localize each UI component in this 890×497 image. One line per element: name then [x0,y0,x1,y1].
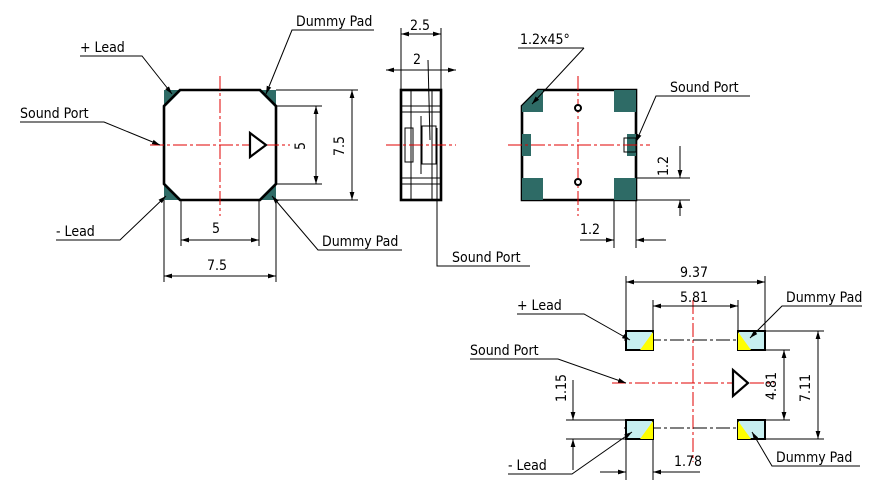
land-pad-height-dim: 1.15 [554,374,570,402]
top-width-dim: 7.5 [207,258,227,274]
bottom-view: 1.2x45° Sound Port 1.2 1.2 [508,32,750,248]
land-label-dummy-pad: Dummy Pad [786,290,862,306]
bottom-pad-tl [522,90,543,112]
bottom-pad-bl [522,178,543,200]
bottom-label-sound-port: Sound Port [670,80,739,96]
land-pad-width-dim: 1.78 [674,454,702,470]
top-pad-minus-lead [164,182,182,200]
top-sound-port-marker [248,130,268,160]
top-inner-width-dim: 5 [212,221,220,237]
land-label-dummy-pad-2: Dummy Pad [776,450,852,466]
side-body-dim: 2 [413,52,421,68]
land-inner-width-dim: 5.81 [680,290,708,306]
bottom-pad-width-dim: 1.2 [580,222,600,238]
land-pattern: 9.37 5.81 7.11 4.81 1.15 1.78 + Lead Dum… [470,265,862,480]
top-pad-dummy-top [258,90,276,108]
top-label-plus-lead: + Lead [80,40,125,56]
top-inner-height-dim: 5 [293,142,309,150]
land-label-minus-lead: - Lead [508,458,547,474]
bottom-pad-br [614,178,636,200]
bottom-hole-top [574,104,582,112]
top-height-dim: 7.5 [332,136,348,156]
top-label-minus-lead: - Lead [56,224,95,240]
land-total-height-dim: 7.11 [798,374,814,402]
side-total-dim: 2.5 [410,18,430,34]
top-label-dummy-pad: Dummy Pad [296,14,372,30]
top-label-dummy-pad-2: Dummy Pad [322,234,398,250]
bottom-pad-tr [614,90,636,112]
top-pad-dummy-bottom [258,182,276,200]
land-label-sound-port: Sound Port [470,343,539,359]
top-body-outline [162,88,278,202]
land-label-plus-lead: + Lead [517,298,562,314]
land-sound-port-marker [731,367,750,399]
bottom-hole-bottom [574,178,582,186]
bottom-pad-height-dim: 1.2 [656,156,672,176]
land-inner-height-dim: 4.81 [764,372,780,400]
top-view: 5 7.5 5 7.5 + Lead Dummy Pad Sound Port … [20,14,402,282]
side-view: 2.5 2 Sound Port [386,18,530,267]
bottom-label-chamfer: 1.2x45° [520,32,570,48]
land-total-width-dim: 9.37 [680,265,708,281]
top-label-sound-port: Sound Port [20,106,89,122]
top-pad-plus-lead [164,90,182,108]
side-label-sound-port: Sound Port [452,250,521,266]
